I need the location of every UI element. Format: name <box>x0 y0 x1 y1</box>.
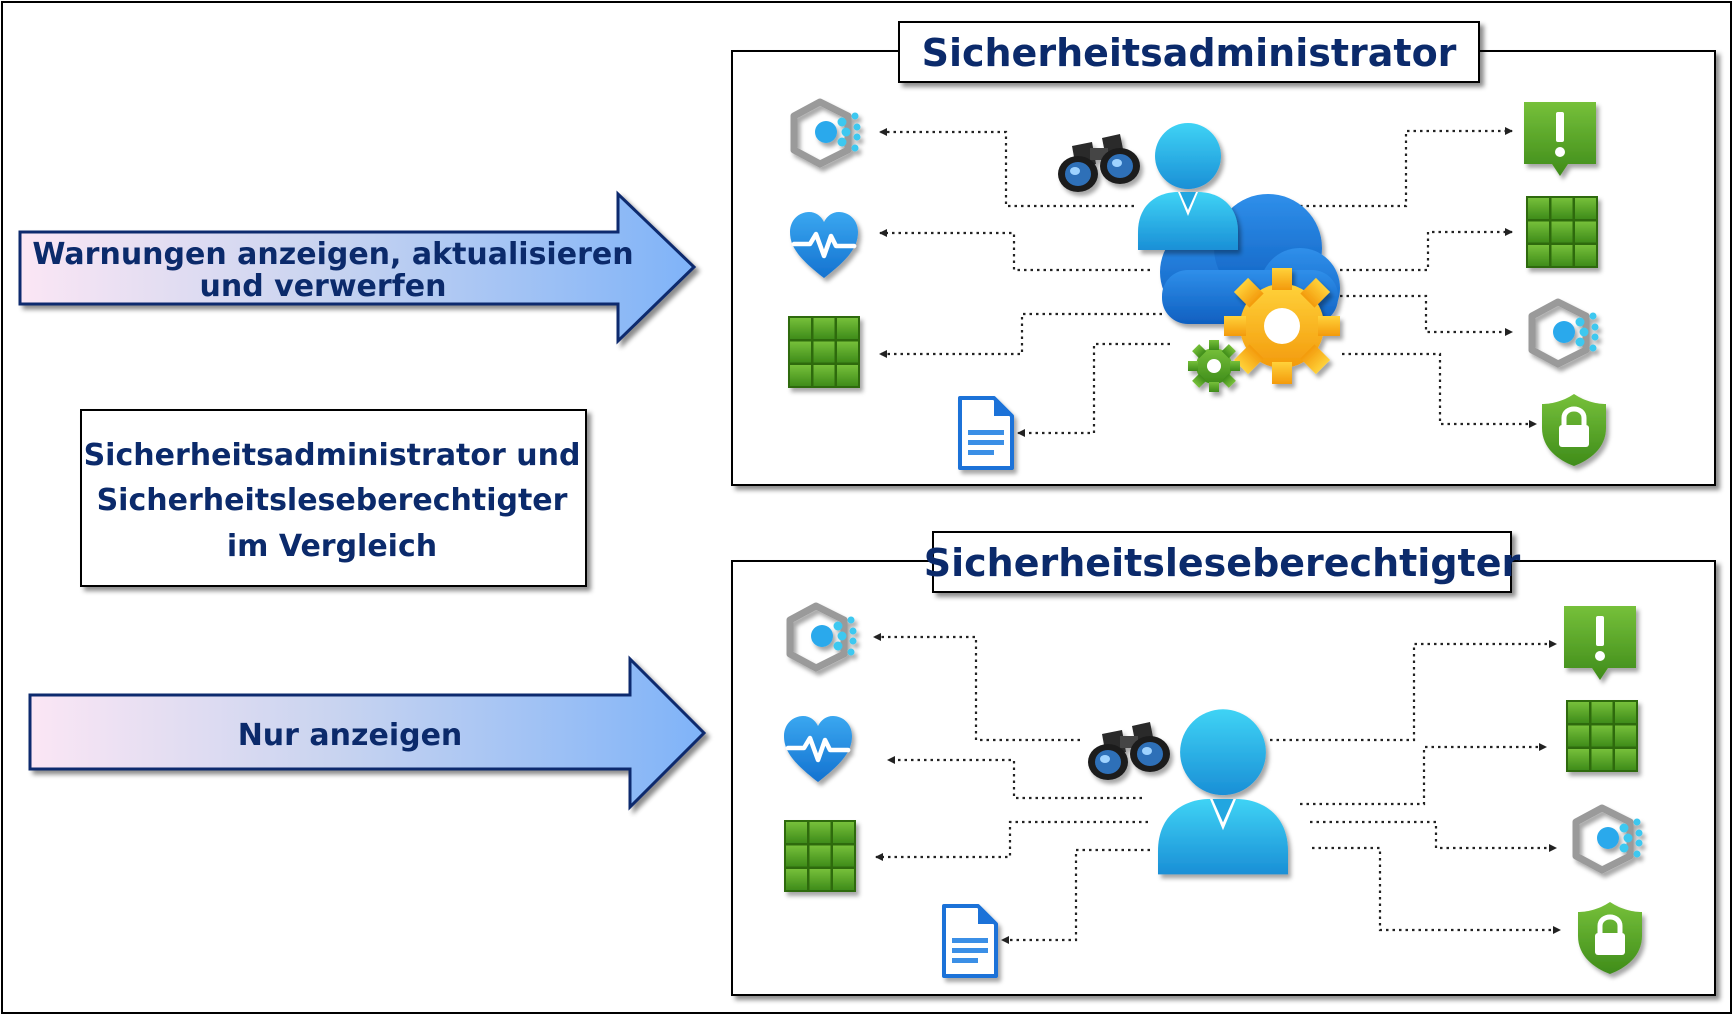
grid-icon <box>1526 196 1598 268</box>
grid-icon <box>1566 700 1638 772</box>
panel-reader-title: Sicherheitsleseberechtigter <box>924 541 1521 585</box>
arrow-top-line1: Warnungen anzeigen, aktualisieren <box>32 237 633 272</box>
document-icon <box>958 396 1014 470</box>
grid-icon <box>788 316 860 388</box>
compare-line1: Sicherheitsadministrator und <box>84 438 581 473</box>
arrow-top: Warnungen anzeigen, aktualisieren und ve… <box>18 190 697 345</box>
panel-admin: Sicherheitsadministrator <box>731 21 1716 486</box>
document-icon <box>942 904 998 978</box>
arrow-top-line2: und verwerfen <box>200 269 447 304</box>
compare-box: Sicherheitsadministrator und Sicherheits… <box>80 409 587 587</box>
grid-icon <box>784 820 856 892</box>
compare-line3: im Vergleich <box>227 529 437 564</box>
panel-admin-title: Sicherheitsadministrator <box>922 31 1457 75</box>
panel-reader: Sicherheitsleseberechtigter <box>731 531 1716 996</box>
arrow-bottom: Nur anzeigen <box>28 655 707 811</box>
arrow-bottom-text: Nur anzeigen <box>238 718 463 753</box>
compare-line2: Sicherheitsleseberechtigter <box>97 483 568 518</box>
gear-icon <box>1188 268 1340 392</box>
